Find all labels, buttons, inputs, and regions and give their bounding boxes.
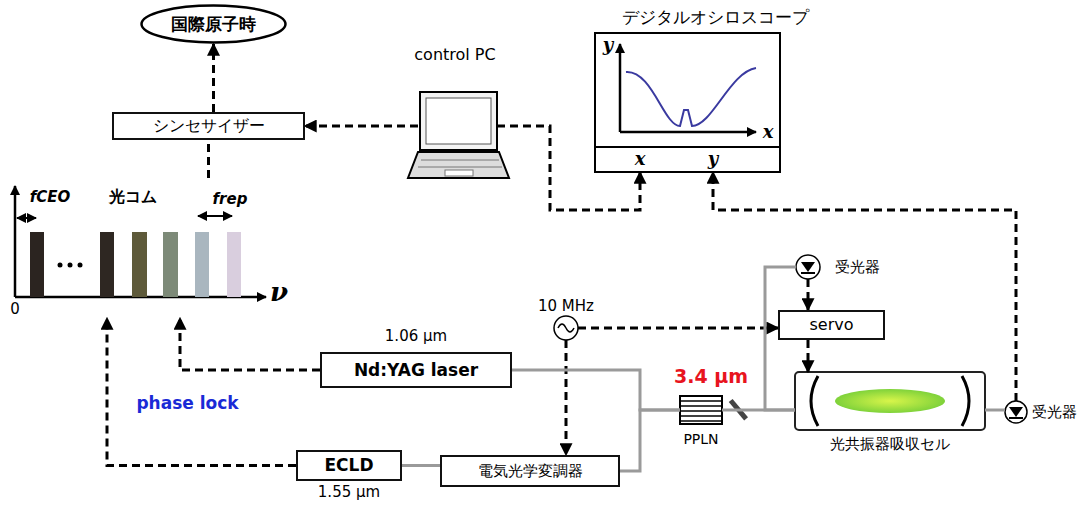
node-box: 1.06 μm Nd:YAG laser (320, 326, 512, 390)
label: x (632, 148, 648, 170)
node-text: 受光器 (1031, 400, 1077, 424)
edge-label: phase lock (125, 392, 250, 414)
node-text: 10 MHz (528, 296, 604, 316)
signal-line (212, 44, 215, 112)
signal-line (578, 327, 778, 330)
node-text: 1.06 μm (360, 326, 472, 346)
node-text: ECLD (296, 450, 402, 481)
node-text: 電気光学変調器 (440, 455, 620, 487)
label: y (705, 148, 721, 170)
node-box: ECLD 1.55 μm (296, 450, 402, 503)
node-box: 国際原子時 (140, 4, 287, 44)
optical-path (985, 409, 1005, 412)
node-box: 受光器 (1003, 399, 1079, 425)
signal-line (807, 340, 810, 372)
label: 0 (7, 300, 23, 318)
node-text: control PC (395, 44, 515, 66)
node-text: Nd:YAG laser (320, 352, 512, 388)
laptop-icon (408, 92, 509, 178)
label: ν (268, 278, 290, 306)
label: frep (201, 188, 259, 210)
node-text: PPLN (672, 430, 730, 448)
node-box: シンセサイザー (112, 112, 305, 140)
optical-path (402, 464, 440, 467)
label: x (760, 121, 776, 143)
signal-line (565, 340, 568, 455)
signal-line (107, 318, 296, 466)
node-box: 電気光学変調器 (440, 455, 620, 487)
signal-line (713, 172, 1016, 401)
node-text: 1.55 μm (296, 483, 402, 501)
node-box: 光共振器吸収セル (790, 372, 990, 454)
node-box: 受光器 (794, 253, 886, 281)
ppln-crystal (680, 396, 722, 424)
label: 3.4 μm (662, 364, 760, 388)
signal-line (207, 140, 210, 178)
oscillator-symbol (554, 316, 578, 340)
signal-line (807, 279, 810, 310)
signal-line (305, 125, 418, 128)
node-text: 国際原子時 (140, 4, 287, 44)
node-box: servo (778, 310, 885, 340)
node-text: シンセサイザー (112, 112, 305, 140)
optical-path (620, 410, 680, 471)
label: fCEO (20, 186, 80, 208)
node-box: PPLN (672, 394, 730, 450)
comb-spectrum (15, 186, 266, 297)
node-text: servo (778, 310, 885, 340)
node-text: デジタルオシロスコープ (607, 4, 823, 30)
signal-line (497, 126, 640, 210)
node-box: 10 MHz (528, 296, 604, 342)
label: y (600, 34, 616, 56)
oscilloscope-screen (595, 33, 780, 172)
node-text: 光共振器吸収セル (790, 434, 990, 454)
node-box: control PC (395, 40, 515, 185)
optical-path (512, 370, 680, 410)
node-text: 受光器 (828, 255, 886, 279)
node-text: 光コム (101, 186, 165, 208)
cavity-cell (795, 372, 985, 430)
signal-line (180, 318, 320, 370)
